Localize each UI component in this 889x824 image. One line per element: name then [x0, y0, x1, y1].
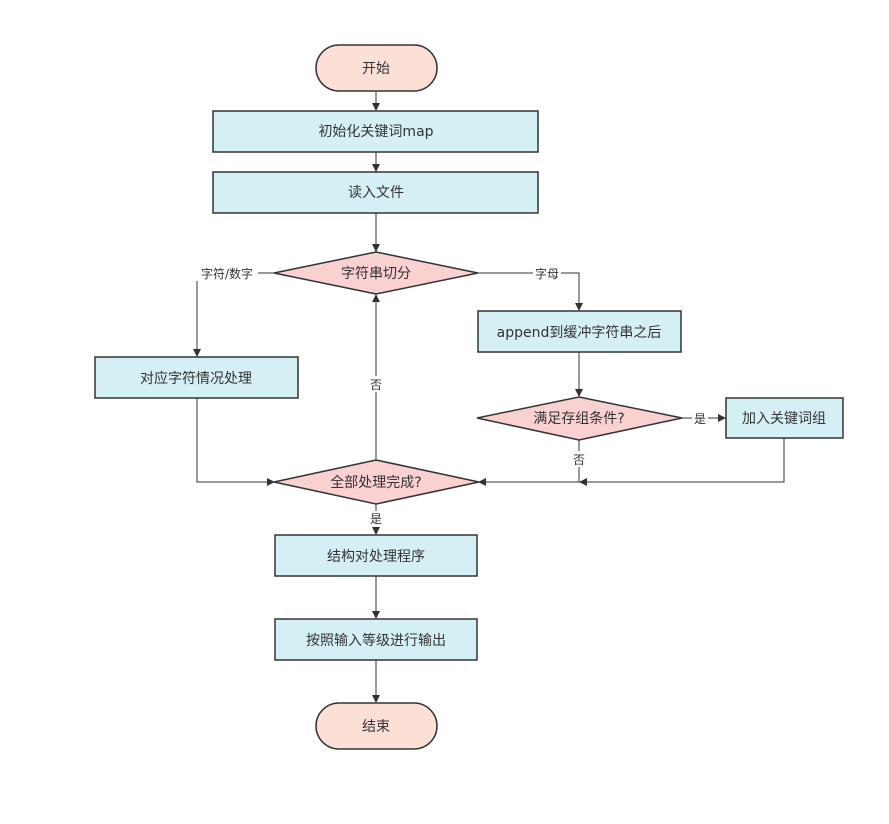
svg-text:全部处理完成?: 全部处理完成? [330, 474, 421, 491]
edge-label-group-no: 否 [571, 451, 587, 467]
edge-split-to-char [193, 272, 274, 357]
svg-text:满足存组条件?: 满足存组条件? [533, 410, 624, 427]
node-add-keyword-group[interactable]: 加入关键词组 [725, 397, 844, 439]
node-all-done[interactable]: 全部处理完成? [273, 459, 480, 505]
node-struct-handler[interactable]: 结构对处理程序 [274, 534, 478, 577]
svg-text:否: 否 [573, 453, 585, 467]
node-init-map[interactable]: 初始化关键词map [212, 110, 539, 153]
node-start[interactable]: 开始 [315, 44, 438, 92]
edge-label-letter: 字母 [533, 265, 561, 281]
svg-text:读入文件: 读入文件 [348, 184, 404, 201]
node-append-buffer[interactable]: append到缓冲字符串之后 [477, 310, 682, 353]
svg-text:加入关键词组: 加入关键词组 [742, 411, 826, 427]
edge-split-to-letter [478, 272, 583, 311]
node-output-by-level[interactable]: 按照输入等级进行输出 [274, 618, 478, 661]
svg-text:字母: 字母 [535, 266, 559, 281]
svg-text:按照输入等级进行输出: 按照输入等级进行输出 [306, 632, 446, 649]
node-end[interactable]: 结束 [315, 702, 438, 750]
edge-check-no [478, 440, 580, 486]
node-handle-char[interactable]: 对应字符情况处理 [94, 356, 299, 399]
svg-text:否: 否 [370, 378, 382, 392]
svg-text:是: 是 [370, 512, 382, 526]
svg-text:结束: 结束 [362, 719, 390, 735]
svg-text:字符串切分: 字符串切分 [341, 266, 411, 282]
edge-char-to-done [196, 398, 275, 486]
svg-text:初始化关键词map: 初始化关键词map [318, 123, 433, 140]
svg-text:append到缓冲字符串之后: append到缓冲字符串之后 [497, 325, 662, 341]
svg-text:是: 是 [694, 412, 706, 426]
node-check-group[interactable]: 满足存组条件? [476, 396, 683, 441]
edge-label-group-yes: 是 [692, 411, 708, 427]
svg-text:字符/数字: 字符/数字 [201, 266, 253, 281]
svg-text:开始: 开始 [362, 61, 390, 77]
node-split-string[interactable]: 字符串切分 [273, 251, 479, 295]
svg-text:对应字符情况处理: 对应字符情况处理 [140, 370, 252, 387]
edge-label-done-no: 否 [368, 376, 384, 392]
edge-addgroup-to-done [579, 438, 785, 486]
edge-label-done-yes: 是 [368, 511, 384, 527]
svg-text:结构对处理程序: 结构对处理程序 [327, 549, 425, 565]
node-read-file[interactable]: 读入文件 [212, 171, 539, 214]
edge-label-char-digit: 字符/数字 [196, 265, 258, 281]
